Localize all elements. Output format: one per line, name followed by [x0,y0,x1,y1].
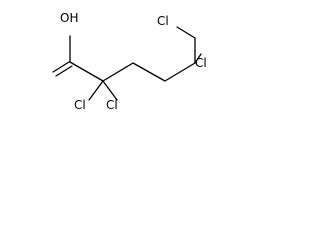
c2-cl-left-bond [88,80,104,101]
hydroxyl-label: OH [60,11,78,25]
carbonyl-bond-1 [52,61,70,73]
c3-c4-bond [132,62,166,82]
chlorine-label-left: Cl [74,98,86,112]
chlorine-label-top: Cl [157,14,169,28]
chlorine-label-far-right: Cl [195,56,207,70]
carbonyl-bond-2 [55,65,73,77]
structure-canvas: OH Cl Cl Cl Cl [0,0,217,131]
chlorine-label-right: Cl [106,98,118,112]
c6-cl-top-bond [176,26,196,39]
c1-c2-bond [69,61,104,82]
c2-c3-bond [102,62,134,82]
chemical-structure: OH Cl Cl Cl Cl [52,11,207,112]
c5-cl-right-bond [194,53,202,64]
c4-c5-bond [164,62,196,82]
c2-cl-right-bond [102,80,118,101]
